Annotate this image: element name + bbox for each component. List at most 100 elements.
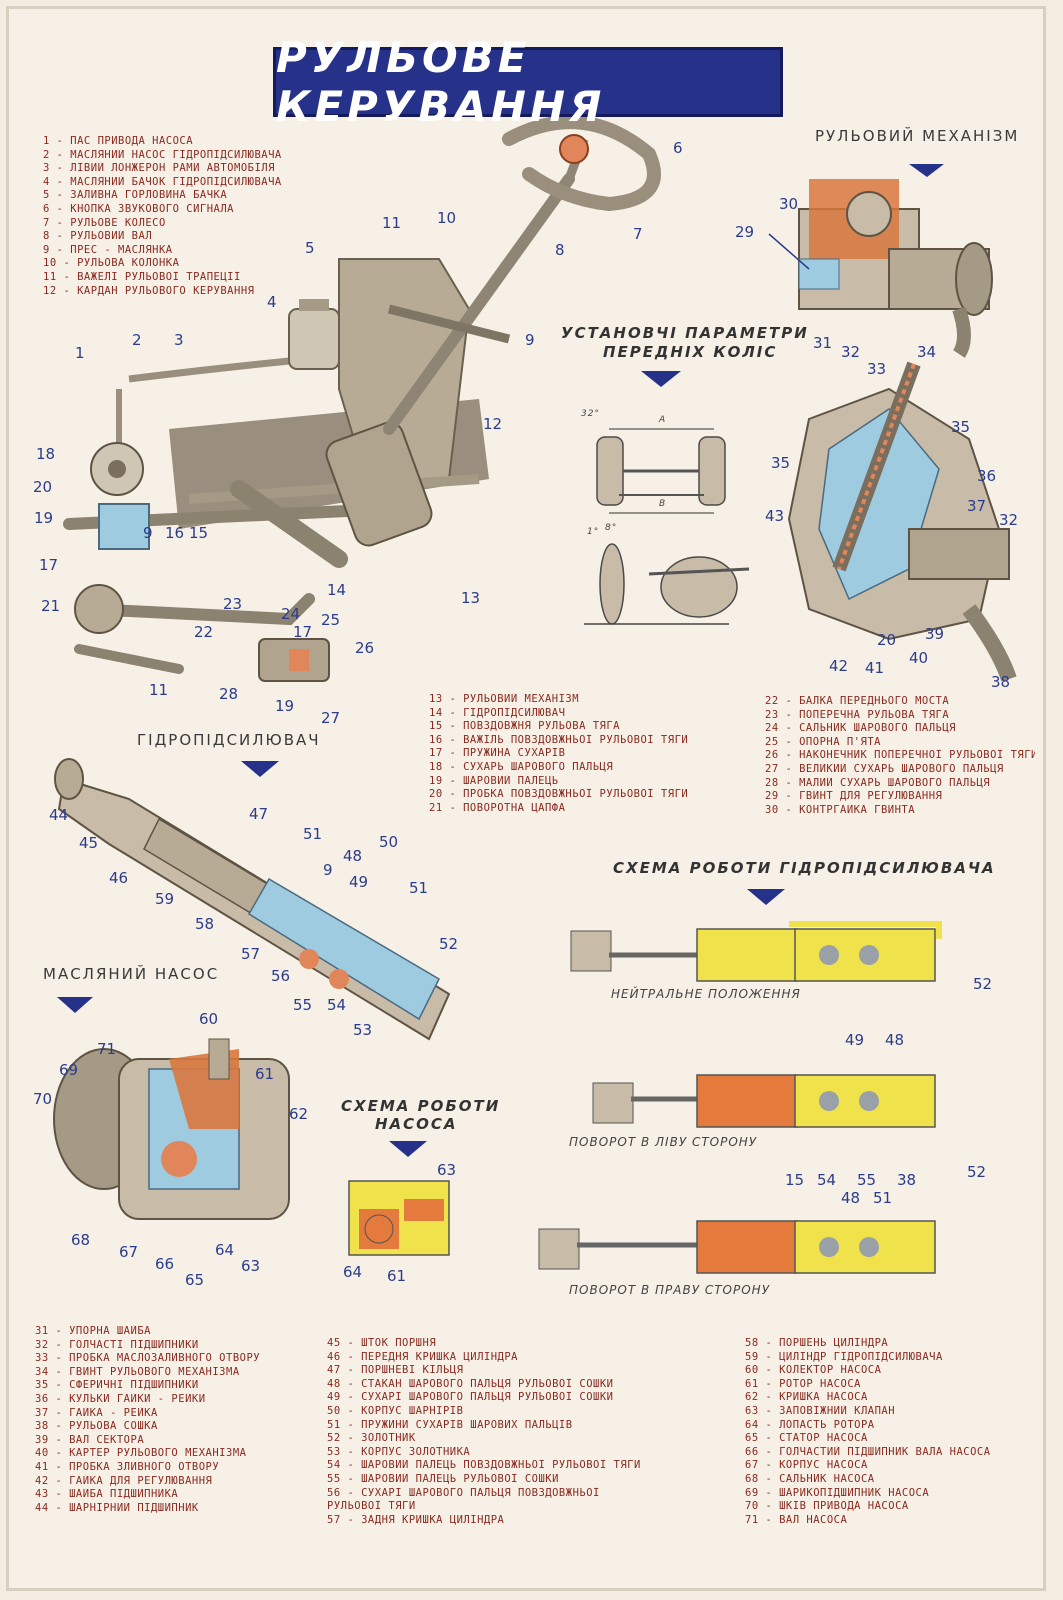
callout-number: 16 — [165, 524, 185, 542]
legend-entry: 54 - ШАРОВИЙ ПАЛЕЦЬ ПОВЗДОВЖНЬОЇ РУЛЬОВО… — [327, 1459, 641, 1472]
legend-entry: 5 - ЗАЛИВНА ГОРЛОВИНА БАЧКА — [43, 189, 228, 202]
section-oil-pump: МАСЛЯНИЙ НАСОС — [43, 965, 220, 983]
legend-entry: 60 - КОЛЕКТОР НАСОСА — [745, 1364, 882, 1377]
callout-number: 35 — [771, 454, 791, 472]
callout-number: 26 — [355, 639, 375, 657]
callout-number: 71 — [97, 1040, 117, 1058]
callout-number: 70 — [33, 1090, 53, 1108]
legend-entry: 3 - ЛІВИЙ ЛОНЖЕРОН РАМИ АВТОМОБІЛЯ — [43, 162, 275, 175]
arrow-down-icon — [909, 164, 944, 177]
caption-left-turn: ПОВОРОТ В ЛІВУ СТОРОНУ — [569, 1135, 758, 1149]
legend-entry: 27 - ВЕЛИКИЙ СУХАРЬ ШАРОВОГО ПАЛЬЦЯ — [765, 762, 1004, 775]
section-wheel-parameters-line1: УСТАНОВЧІ ПАРАМЕТРИ — [561, 324, 809, 342]
callout-number: 25 — [321, 611, 341, 629]
legend-entry: 14 - ГІДРОПІДСИЛЮВАЧ — [429, 706, 566, 719]
legend-entry: 17 - ПРУЖИНА СУХАРІВ — [429, 747, 566, 760]
legend-entry: 36 - КУЛЬКИ ГАЙКИ - РЕЙКИ — [35, 1392, 206, 1405]
callout-number: 43 — [765, 507, 785, 525]
callout-number: 65 — [185, 1271, 205, 1289]
callout-number: 67 — [119, 1243, 139, 1261]
caption-neutral: НЕЙТРАЛЬНЕ ПОЛОЖЕННЯ — [611, 987, 801, 1001]
callout-number: 45 — [79, 834, 99, 852]
legend-entry: 25 - ОПОРНА П'ЯТА — [765, 735, 881, 748]
booster-scheme-neutral — [570, 921, 942, 982]
callout-number: 33 — [867, 360, 887, 378]
illustrations — [53, 115, 1017, 1274]
legend-entry: 24 - САЛЬНИК ШАРОВОГО ПАЛЬЦЯ — [765, 722, 957, 735]
callout-number: 49 — [349, 873, 369, 891]
callout-number: 47 — [249, 805, 269, 823]
legend-entry: 52 - ЗОЛОТНИК — [327, 1432, 416, 1445]
legend-entry: 28 - МАЛИЙ СУХАРЬ ШАРОВОГО ПАЛЬЦЯ — [765, 776, 991, 789]
legend-entry: 45 - ШТОК ПОРШНЯ — [327, 1337, 437, 1349]
callout-number: 50 — [379, 833, 399, 851]
callout-number: 48 — [343, 847, 363, 865]
legend-entry: 32 - ГОЛЧАСТІ ПІДШИПНИКИ — [35, 1338, 199, 1351]
callout-number: 40 — [909, 649, 929, 667]
callout-number: 48 — [841, 1189, 861, 1207]
callout-number: 53 — [353, 1021, 373, 1039]
legend-entry: 39 - ВАЛ СЕКТОРА — [35, 1433, 145, 1446]
callout-number: 34 — [917, 343, 937, 361]
callout-number: 38 — [991, 673, 1011, 691]
caption-right-turn: ПОВОРОТ В ПРАВУ СТОРОНУ — [569, 1283, 771, 1297]
legend-entry: 31 - УПОРНА ШАЙБА — [35, 1325, 151, 1337]
oil-pump-illustration — [53, 1038, 290, 1220]
legend-entry: 43 - ШАЙБА ПІДШИПНИКА — [35, 1488, 179, 1501]
callout-number: 52 — [439, 935, 459, 953]
callout-number: 20 — [877, 631, 897, 649]
callout-number: 22 — [194, 623, 214, 641]
legend-entry: 47 - ПОРШНЕВІ КІЛЬЦЯ — [327, 1364, 464, 1377]
steering-gear-cutaway — [787, 361, 1017, 682]
legend-entry: 57 - ЗАДНЯ КРИШКА ЦИЛІНДРА — [327, 1513, 505, 1526]
wheel-parameters-illustration — [584, 428, 750, 625]
callout-number: 13 — [461, 589, 481, 607]
legend-entry: 71 - ВАЛ НАСОСА — [745, 1513, 848, 1526]
legend-entry: 26 - НАКОНЕЧНИК ПОПЕРЕЧНОЇ РУЛЬОВОЇ ТЯГИ — [765, 749, 1035, 762]
legend-entry: 13 - РУЛЬОВИЙ МЕХАНІЗМ — [429, 693, 580, 705]
callout-number: 52 — [967, 1163, 987, 1181]
callout-number: 55 — [293, 996, 313, 1014]
legend-entry: 9 - ПРЕС - МАСЛЯНКА — [43, 243, 173, 256]
callout-number: 46 — [109, 869, 129, 887]
arrows — [57, 164, 944, 1157]
callout-number: 31 — [813, 334, 833, 352]
callout-number: 4 — [267, 293, 277, 311]
chassis-illustration — [63, 115, 661, 682]
legend-entry: 35 - СФЕРИЧНІ ПІДШИПНИКИ — [35, 1379, 199, 1392]
callout-number: 8 — [555, 241, 565, 259]
callout-number: 44 — [49, 806, 69, 824]
callout-number: 28 — [219, 685, 239, 703]
legend-entry: 33 - ПРОБКА МАСЛОЗАЛИВНОГО ОТВОРУ — [35, 1352, 261, 1365]
legend-entry: 23 - ПОПЕРЕЧНА РУЛЬОВА ТЯГА — [765, 708, 950, 721]
callout-number: 61 — [255, 1065, 275, 1083]
legend-entry: 50 - КОРПУС ШАРНІРІВ — [327, 1404, 464, 1417]
callout-number: 23 — [223, 595, 243, 613]
page-title: РУЛЬОВЕ КЕРУВАННЯ — [276, 33, 606, 131]
legend-entry: 22 - БАЛКА ПЕРЕДНЬОГО МОСТА — [765, 695, 950, 707]
callout-number: 19 — [34, 509, 54, 527]
arrow-down-icon — [241, 761, 279, 777]
callout-number: 51 — [303, 825, 323, 843]
callout-number: 69 — [59, 1061, 79, 1079]
legend-entry: 34 - ГВИНТ РУЛЬОВОГО МЕХАНІЗМА — [35, 1365, 240, 1378]
legend-entry: 37 - ГАЙКА - РЕЙКА — [35, 1406, 158, 1419]
legend-entry: 67 - КОРПУС НАСОСА — [745, 1459, 868, 1472]
title-banner: РУЛЬОВЕ КЕРУВАННЯ — [273, 33, 783, 131]
callout-number: 18 — [36, 445, 56, 463]
callout-number: 7 — [633, 225, 643, 243]
callout-number: 55 — [857, 1171, 877, 1189]
callout-number: 3 — [174, 331, 184, 349]
legend-entry: 11 - ВАЖЕЛІ РУЛЬОВОЇ ТРАПЕЦІЇ — [43, 270, 241, 283]
booster-scheme-left — [592, 1074, 936, 1128]
callout-number: 64 — [343, 1263, 363, 1281]
callout-number: 49 — [845, 1031, 865, 1049]
legend-entry: 69 - ШАРИКОПІДШИПНИК НАСОСА — [745, 1486, 930, 1499]
callout-number: 48 — [885, 1031, 905, 1049]
callout-number: 41 — [865, 659, 885, 677]
section-steering-mechanism: РУЛЬОВИЙ МЕХАНІЗМ — [815, 127, 1020, 145]
power-steering-illustration — [54, 758, 451, 1041]
legend-entry: 8 - РУЛЬОВИЙ ВАЛ — [43, 230, 153, 243]
legend-entry: 6 - КНОПКА ЗВУКОВОГО СИГНАЛА — [43, 202, 235, 215]
callout-number: 39 — [925, 625, 945, 643]
